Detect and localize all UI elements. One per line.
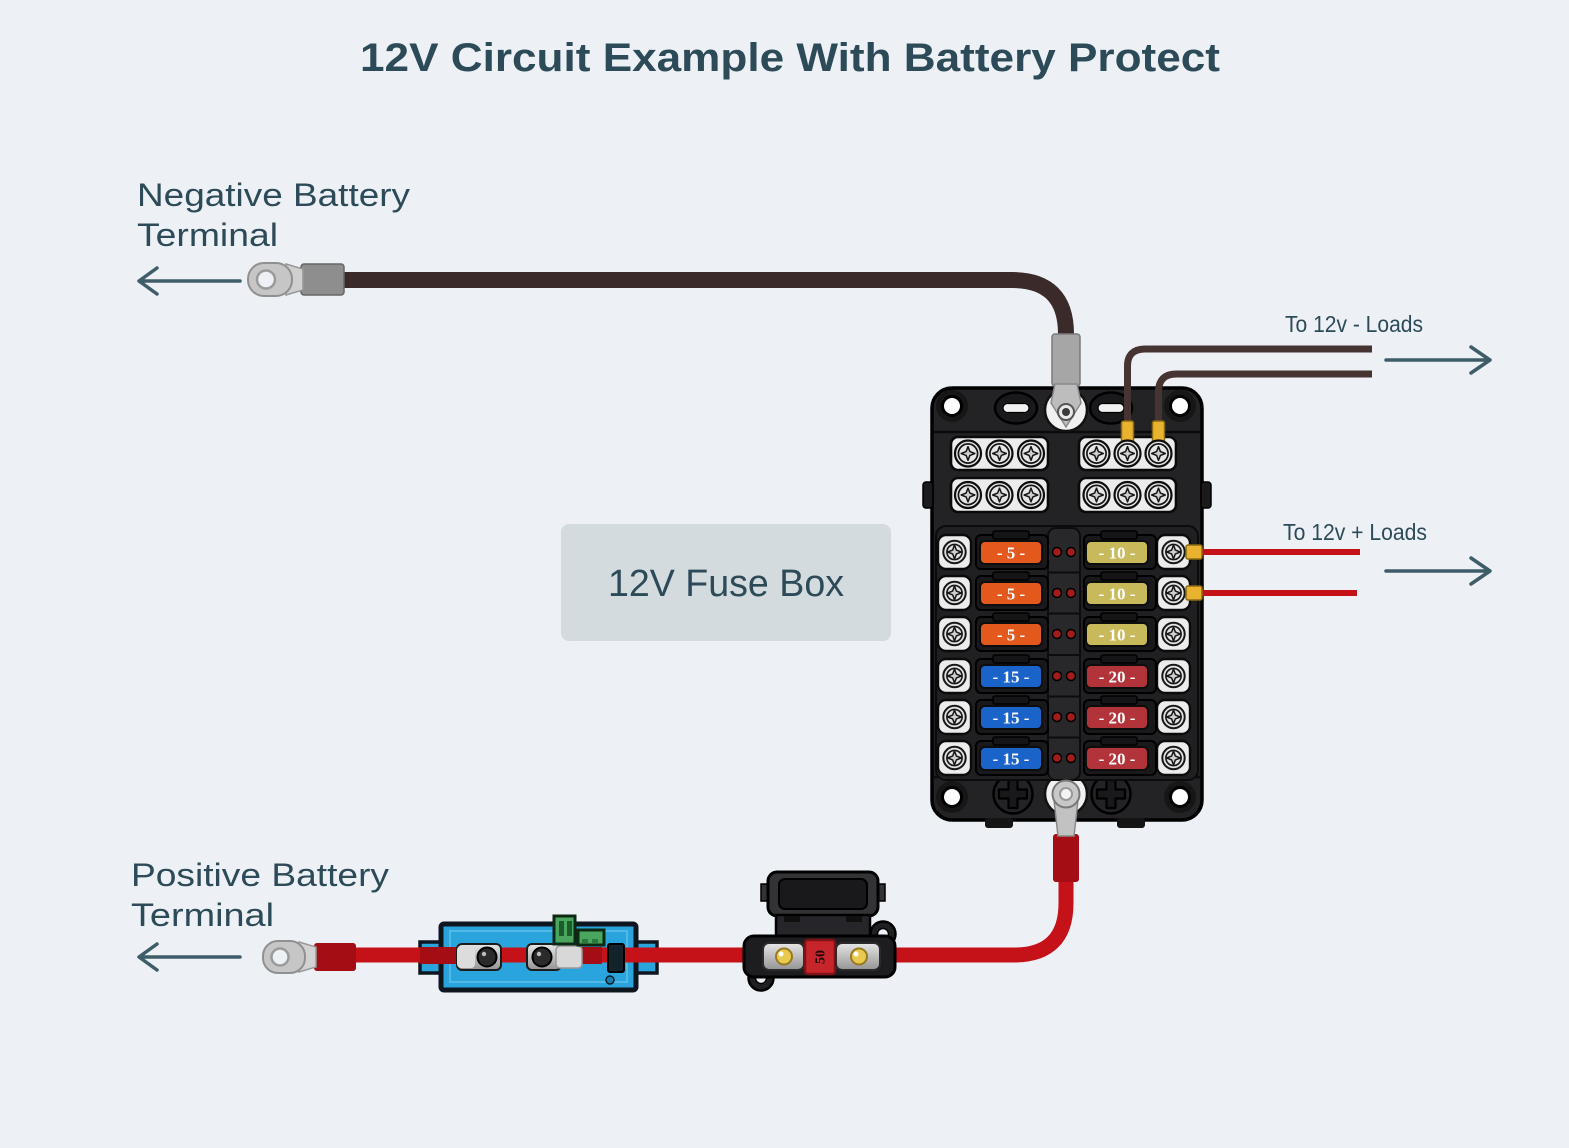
fuse-row: - 5 - - 10 - xyxy=(938,571,1190,610)
terminal-screw xyxy=(1157,535,1190,569)
fuse xyxy=(1085,622,1149,647)
terminal-bolt xyxy=(850,947,868,966)
terminal-screw xyxy=(938,741,971,775)
mounting-hole xyxy=(1169,786,1191,808)
positive-ring-terminal xyxy=(262,940,356,974)
terminal-bolt xyxy=(775,947,793,966)
inline-fuse-label: 50 xyxy=(814,950,829,964)
terminal-screw xyxy=(1157,617,1190,651)
fuse-led xyxy=(1065,711,1077,723)
fuse-row: - 15 - - 20 - xyxy=(938,736,1190,775)
fuse xyxy=(979,664,1043,689)
terminal-stud xyxy=(531,946,553,968)
heat-shrink-sleeve xyxy=(1051,333,1081,387)
fuse-label: - 20 - xyxy=(1099,750,1136,769)
mounting-hole xyxy=(1169,395,1191,417)
terminal-screw xyxy=(1157,700,1190,734)
to-12v-positive-loads-label: To 12v + Loads xyxy=(1283,519,1427,545)
terminal-screw xyxy=(938,535,971,569)
fuse xyxy=(979,705,1043,730)
terminal-screw xyxy=(1157,576,1190,610)
fuse-led xyxy=(1065,752,1077,764)
fuse xyxy=(979,622,1043,647)
fuse-label: - 10 - xyxy=(1099,544,1136,563)
negative-load-wires xyxy=(1115,345,1372,467)
fuse-label: - 15 - xyxy=(993,709,1030,728)
positive-load-wires xyxy=(1185,544,1360,601)
status-window xyxy=(607,943,625,973)
fuse-box-label-card: 12V Fuse Box xyxy=(561,524,891,641)
to-12v-negative-loads-label: To 12v - Loads xyxy=(1285,311,1423,337)
fuse xyxy=(1085,581,1149,606)
fuse-label: - 10 - xyxy=(1099,585,1136,604)
negative-terminal-line2: Terminal xyxy=(137,217,278,253)
spade-connector xyxy=(1185,585,1203,601)
remote-connector xyxy=(552,914,606,947)
terminal-screw xyxy=(938,617,971,651)
fuse xyxy=(1085,664,1149,689)
fuse-box: - 5 - - 10 - - 5 - - 10 - xyxy=(922,386,1212,828)
fuse-box-label: 12V Fuse Box xyxy=(608,563,844,605)
fuse-led xyxy=(1051,628,1063,640)
fuse-label: - 5 - xyxy=(997,544,1026,563)
negative-terminal-line1: Negative Battery xyxy=(137,177,410,213)
positive-terminal-line1: Positive Battery xyxy=(131,857,389,893)
positive-terminal-line2: Terminal xyxy=(131,897,274,933)
fuse xyxy=(1085,746,1149,771)
fuse xyxy=(1085,540,1149,565)
indicator-dot xyxy=(605,975,615,985)
fuse-row: - 5 - - 10 - xyxy=(938,530,1190,569)
fuse-label: - 10 - xyxy=(1099,626,1136,645)
spade-connector xyxy=(1185,544,1203,560)
fuse-led xyxy=(1065,546,1077,558)
fuse-led xyxy=(1065,670,1077,682)
fuse xyxy=(979,746,1043,771)
terminal-screw xyxy=(938,576,971,610)
terminal-screw xyxy=(1157,659,1190,693)
right-arrow-icon xyxy=(1384,345,1492,375)
mounting-hole xyxy=(941,395,963,417)
terminal-screw xyxy=(938,659,971,693)
fuse-led xyxy=(1065,628,1077,640)
cover-latch xyxy=(993,391,1039,425)
mounting-hole xyxy=(941,786,963,808)
fuse-label: - 20 - xyxy=(1099,709,1136,728)
negative-terminal-label: Negative Battery Terminal xyxy=(137,177,410,253)
fuse-led xyxy=(1065,587,1077,599)
fuse-led xyxy=(1051,587,1063,599)
fuse xyxy=(1085,705,1149,730)
left-arrow-icon xyxy=(137,266,242,296)
fuse-box-positive-feed xyxy=(1051,779,1081,882)
fuse-led xyxy=(1051,711,1063,723)
fuse-label: - 5 - xyxy=(997,626,1026,645)
negative-battery-cable xyxy=(247,262,1082,429)
inline-fuse-holder: 50 xyxy=(742,870,897,992)
fuse xyxy=(979,581,1043,606)
heat-shrink-sleeve xyxy=(314,943,356,971)
battery-protect-terminals xyxy=(456,914,625,985)
fuse-row: - 5 - - 10 - xyxy=(938,612,1190,651)
negative-ring-terminal xyxy=(247,262,304,297)
terminal-screw xyxy=(938,700,971,734)
positive-terminal-label: Positive Battery Terminal xyxy=(131,857,389,933)
fuse-label: - 5 - xyxy=(997,585,1026,604)
fuse-row: - 15 - - 20 - xyxy=(938,654,1190,693)
fuse-led xyxy=(1051,546,1063,558)
fuse-label: - 20 - xyxy=(1099,668,1136,687)
fuse-led xyxy=(1051,670,1063,682)
positive-battery-cable xyxy=(354,880,1074,963)
left-arrow-icon xyxy=(137,942,242,972)
heat-shrink-sleeve xyxy=(1053,834,1079,882)
right-arrow-icon xyxy=(1384,556,1492,586)
fuse xyxy=(979,540,1043,565)
heat-shrink-sleeve xyxy=(420,947,458,964)
terminal-stud xyxy=(476,946,498,968)
terminal-screw xyxy=(1157,741,1190,775)
fuse-label: - 15 - xyxy=(993,668,1030,687)
fuse-row: - 15 - - 20 - xyxy=(938,695,1190,734)
page-title: 12V Circuit Example With Battery Protect xyxy=(360,36,1220,80)
fuse-led xyxy=(1051,752,1063,764)
fuse-label: - 15 - xyxy=(993,750,1030,769)
